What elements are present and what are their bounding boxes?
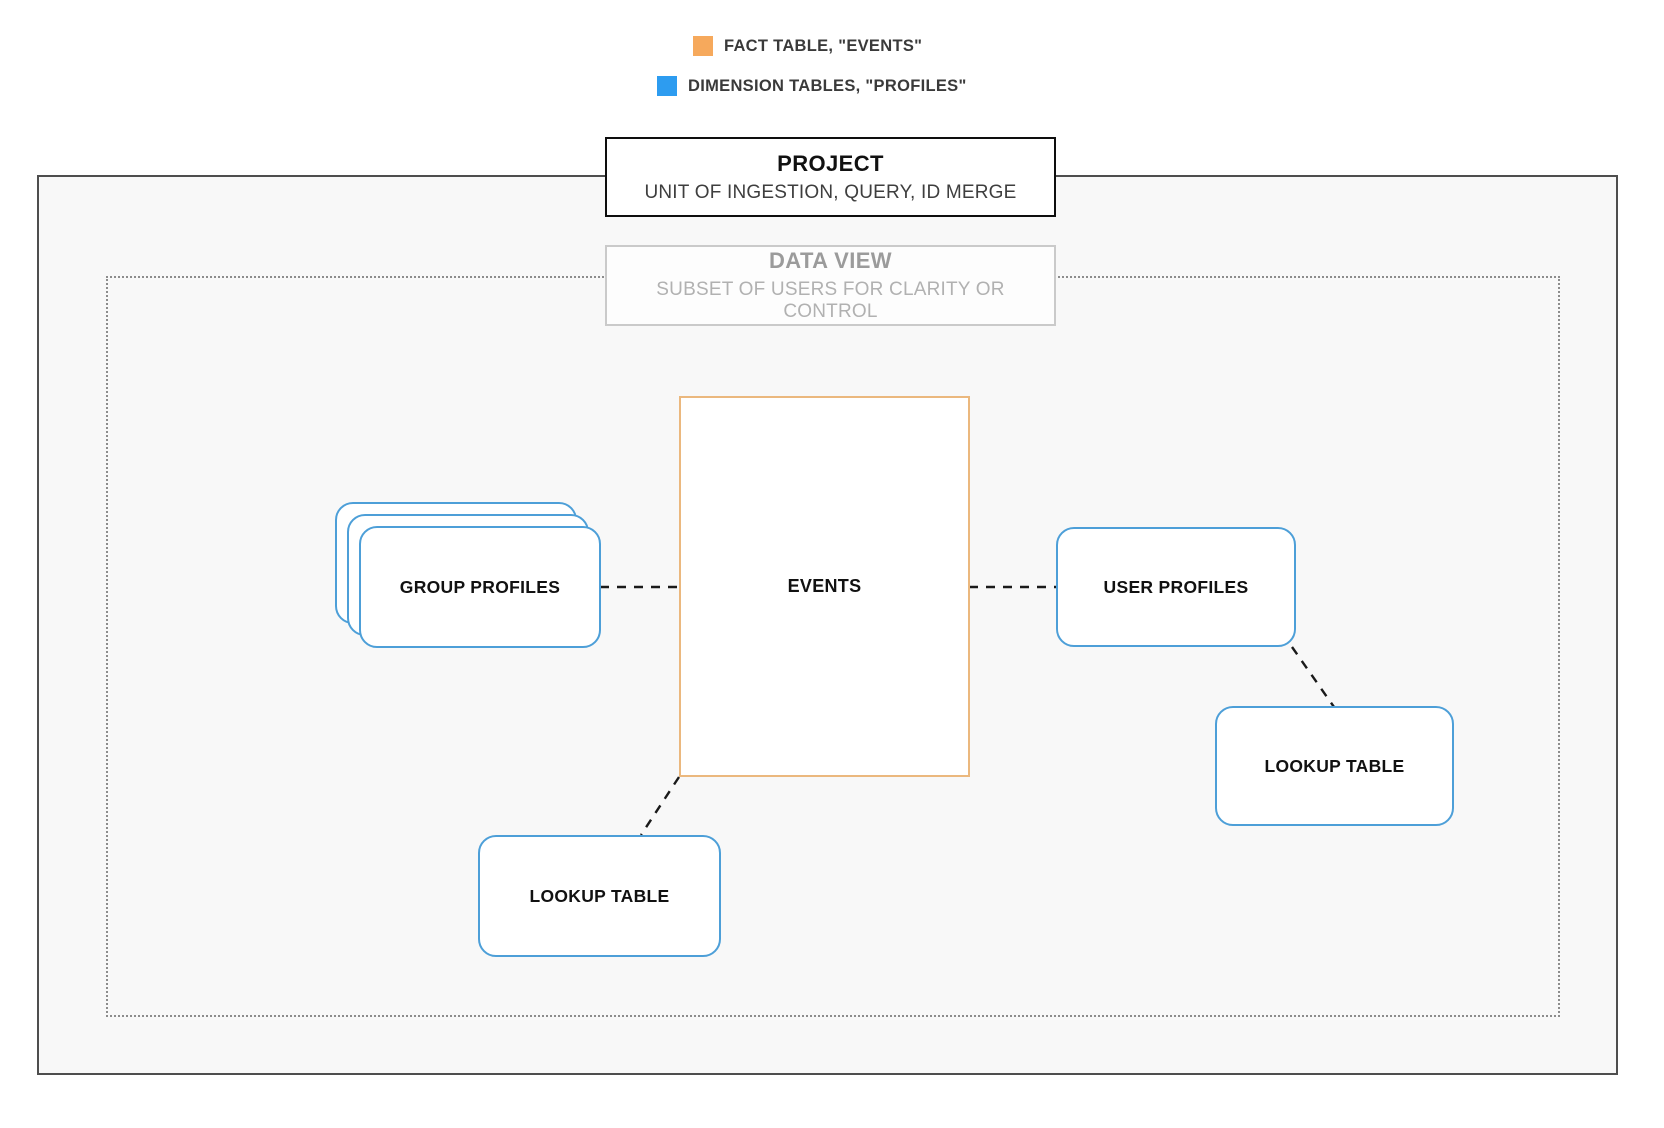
lookup-table-right-node-label: LOOKUP TABLE <box>1264 755 1405 776</box>
user-profiles-node: USER PROFILES <box>1056 527 1296 647</box>
lookup-table-bottom-node: LOOKUP TABLE <box>478 835 721 957</box>
legend-label-fact-table: FACT TABLE, "EVENTS" <box>724 36 923 55</box>
edge-user-profiles-lookup-table-right <box>1291 646 1335 708</box>
events-node-label: EVENTS <box>787 576 862 596</box>
legend-label-dimension-tables: DIMENSION TABLES, "PROFILES" <box>688 76 967 95</box>
dimension-tables-swatch-icon <box>657 76 677 96</box>
lookup-table-right-node: LOOKUP TABLE <box>1215 706 1454 826</box>
fact-table-swatch-icon <box>693 36 713 56</box>
data-view-title: DATA VIEW <box>769 248 892 273</box>
project-subtitle: UNIT OF INGESTION, QUERY, ID MERGE <box>644 181 1017 203</box>
lookup-table-bottom-node-label: LOOKUP TABLE <box>529 885 670 906</box>
legend-item-fact-table: FACT TABLE, "EVENTS" <box>693 36 922 56</box>
project-title-box: PROJECT UNIT OF INGESTION, QUERY, ID MER… <box>605 137 1056 217</box>
edge-events-lookup-table-bottom <box>639 776 681 836</box>
project-title: PROJECT <box>777 150 884 176</box>
events-node: EVENTS <box>679 396 970 777</box>
group-profiles-node-label: GROUP PROFILES <box>399 576 561 597</box>
user-profiles-node-label: USER PROFILES <box>1103 576 1249 597</box>
data-view-subtitle: SUBSET OF USERS FOR CLARITY OR CONTROL <box>656 279 1005 322</box>
data-view-title-box: DATA VIEW SUBSET OF USERS FOR CLARITY OR… <box>605 245 1056 326</box>
group-profiles-node: GROUP PROFILES <box>359 526 601 648</box>
legend-item-dimension-tables: DIMENSION TABLES, "PROFILES" <box>657 76 967 96</box>
